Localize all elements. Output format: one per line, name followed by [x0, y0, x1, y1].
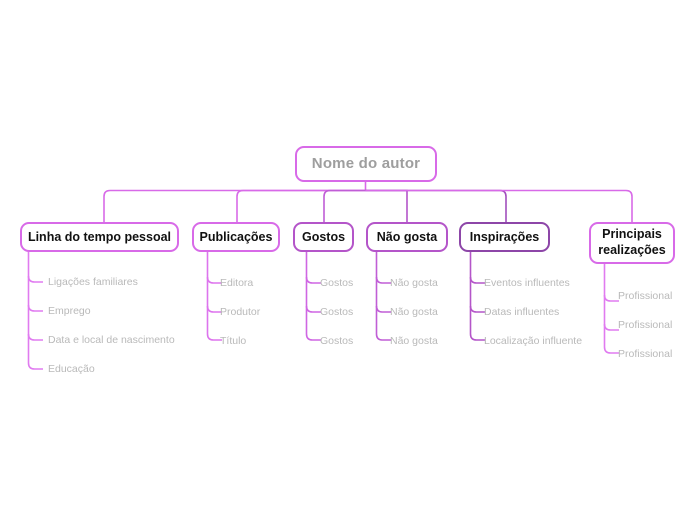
leaf-item[interactable]: Profissional [618, 320, 672, 331]
leaf-item[interactable]: Não gosta [390, 336, 438, 347]
leaf-label: Não gosta [390, 335, 438, 347]
leaf-item[interactable]: Data e local de nascimento [48, 335, 175, 346]
branch-node-label: Inspirações [469, 229, 540, 244]
branch-node-label: Publicações [199, 229, 273, 244]
leaf-label: Profissional [618, 290, 673, 302]
leaf-item[interactable]: Não gosta [390, 307, 438, 318]
branch-node-nao-gosta[interactable]: Não gosta [366, 222, 448, 252]
branch-node-label: Gostos [301, 229, 346, 244]
elbow-3-1 [305, 276, 321, 284]
elbow-3-2 [305, 305, 321, 313]
leaf-label: Eventos influentes [484, 277, 570, 289]
branch-node-inspiracoes[interactable]: Inspirações [459, 222, 550, 252]
branch-node-linha-do-tempo-pessoal[interactable]: Linha do tempo pessoal [20, 222, 179, 252]
leaf-item[interactable]: Educação [48, 364, 95, 375]
leaf-item[interactable]: Profissional [618, 291, 672, 302]
leaf-label: Não gosta [390, 306, 438, 318]
root-node[interactable]: Nome do autor [295, 146, 437, 182]
branch-node-label-line2: realizações [598, 243, 666, 257]
leaf-item[interactable]: Não gosta [390, 278, 438, 289]
spine-branch-5 [469, 252, 485, 341]
elbow-1-1 [27, 275, 43, 283]
bus-left [103, 189, 366, 222]
branch-node-principais-realizacoes[interactable]: Principais realizações [589, 222, 675, 264]
bus-branch-4 [365, 189, 408, 222]
leaf-label: Editora [220, 277, 254, 289]
leaf-item[interactable]: Profissional [618, 349, 672, 360]
branch-node-gostos[interactable]: Gostos [293, 222, 354, 252]
elbow-1-3 [27, 333, 43, 341]
leaf-label: Título [220, 335, 247, 347]
leaf-label: Ligações familiares [48, 276, 138, 288]
spine-branch-4 [375, 252, 391, 341]
bus-branch-5 [365, 189, 507, 222]
branch-node-label: Não gosta [376, 229, 438, 244]
leaf-item[interactable]: Emprego [48, 306, 91, 317]
leaf-item[interactable]: Eventos influentes [484, 278, 570, 289]
bus-branch-3 [323, 189, 366, 222]
leaf-item[interactable]: Ligações familiares [48, 277, 138, 288]
leaf-label: Gostos [320, 277, 354, 289]
leaf-label: Não gosta [390, 277, 438, 289]
leaf-item[interactable]: Localização influente [484, 336, 582, 347]
spine-branch-1 [27, 252, 43, 370]
leaf-item[interactable]: Gostos [320, 307, 353, 318]
leaf-label: Gostos [320, 306, 354, 318]
branch-node-label-line1: Principais [602, 227, 662, 242]
branch-node-publicacoes[interactable]: Publicações [192, 222, 280, 252]
elbow-1-2 [27, 304, 43, 312]
elbow-4-2 [375, 305, 391, 313]
leaf-item[interactable]: Título [220, 336, 246, 347]
elbow-6-1 [603, 294, 619, 302]
leaf-item[interactable]: Gostos [320, 278, 353, 289]
elbow-4-1 [375, 276, 391, 284]
leaf-label: Educação [48, 363, 95, 375]
spine-branch-3 [305, 252, 321, 341]
spine-branch-6 [603, 264, 619, 354]
leaf-label: Profissional [618, 348, 673, 360]
bus-right [365, 189, 633, 222]
elbow-5-2 [469, 305, 485, 313]
leaf-label: Localização influente [484, 335, 583, 347]
leaf-label: Profissional [618, 319, 673, 331]
leaf-item[interactable]: Produtor [220, 307, 260, 318]
spine-branch-2 [206, 252, 222, 341]
elbow-6-2 [603, 323, 619, 331]
leaf-item[interactable]: Gostos [320, 336, 353, 347]
leaf-label: Data e local de nascimento [48, 334, 175, 346]
leaf-item[interactable]: Datas influentes [484, 307, 559, 318]
leaf-label: Gostos [320, 335, 354, 347]
leaf-label: Produtor [220, 306, 261, 318]
leaf-label: Emprego [48, 305, 91, 317]
leaf-item[interactable]: Editora [220, 278, 253, 289]
elbow-5-1 [469, 276, 485, 284]
bus-branch-2 [236, 189, 366, 222]
leaf-label: Datas influentes [484, 306, 560, 318]
root-node-label: Nome do autor [311, 155, 421, 173]
branch-node-label: Linha do tempo pessoal [27, 229, 172, 244]
